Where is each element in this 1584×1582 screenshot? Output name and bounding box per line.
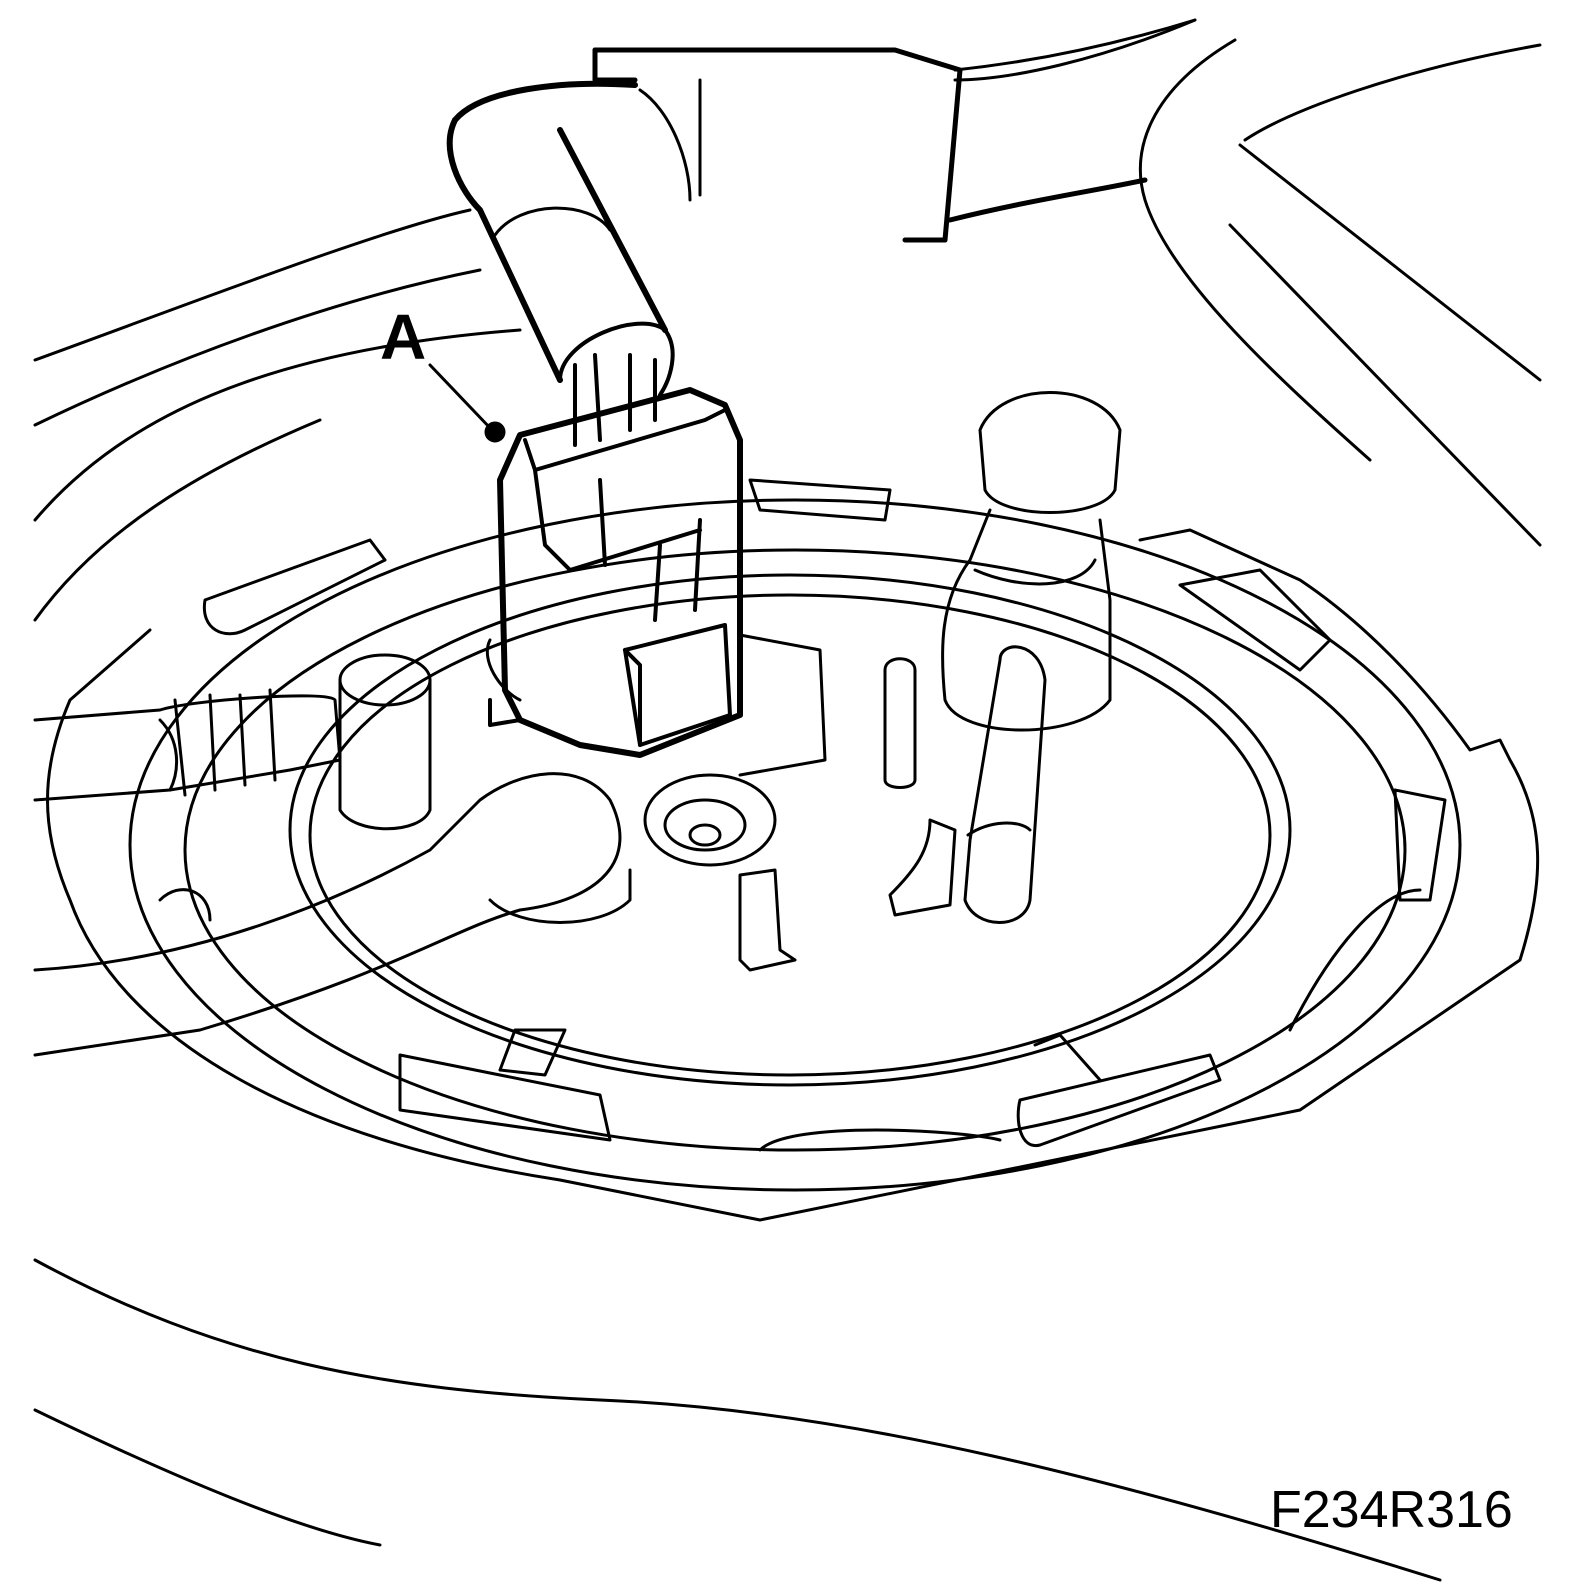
tank-contours bbox=[33, 18, 1542, 1582]
electrical-connector bbox=[488, 321, 743, 758]
figure-id: F234R316 bbox=[1270, 1481, 1513, 1539]
pump-outlet-pipe bbox=[941, 391, 1122, 924]
callout-leader bbox=[428, 363, 506, 443]
fuel-hose-and-clip bbox=[446, 18, 1197, 383]
hose-fittings bbox=[33, 633, 957, 1057]
callout-label-a: A bbox=[380, 301, 427, 373]
flange-plate bbox=[46, 498, 1540, 1222]
locking-tabs bbox=[158, 478, 1447, 1152]
